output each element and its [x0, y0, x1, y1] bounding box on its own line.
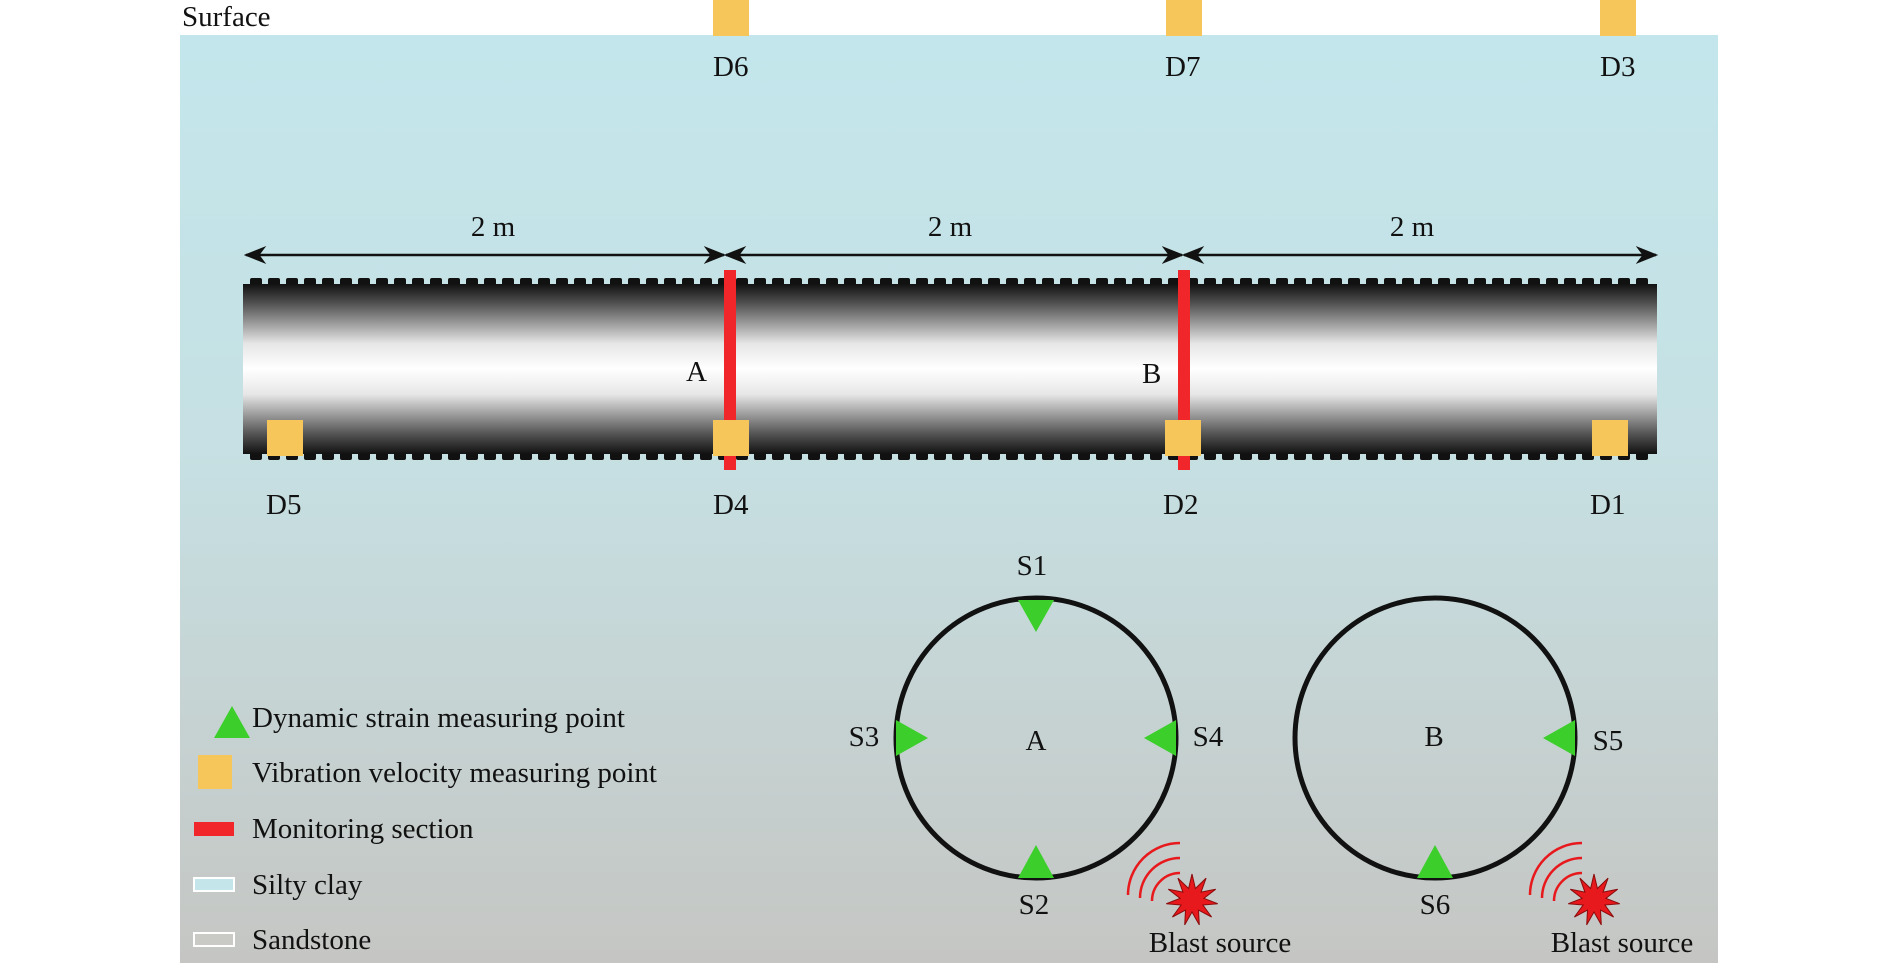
legend-label-velocity: Vibration velocity measuring point: [252, 757, 657, 789]
strain-point-s2: [1018, 845, 1054, 878]
label-s2: S2: [1019, 889, 1050, 921]
blast-wave-icon: [1528, 841, 1583, 896]
pipe-body: [243, 284, 1657, 454]
surface-sensors: D6 D7 D3: [713, 0, 1636, 83]
strain-point-s4: [1144, 720, 1176, 756]
label-d7: D7: [1165, 51, 1200, 83]
orange-square-icon: [198, 755, 232, 789]
gray-swatch-icon: [193, 932, 235, 947]
label-d6: D6: [713, 51, 748, 83]
cross-section-b-label: B: [1424, 721, 1443, 753]
pipe-sensor-d2: [1165, 420, 1201, 456]
pipe-sensor-d5: [267, 420, 303, 456]
strain-point-s1: [1018, 600, 1054, 632]
label-s5: S5: [1593, 725, 1624, 757]
light-blue-swatch-icon: [193, 877, 235, 892]
legend-label-silty-clay: Silty clay: [252, 869, 363, 901]
cross-section-a: A S1 S3 S4 S2: [849, 550, 1224, 921]
strain-point-s6: [1417, 845, 1453, 878]
label-d2: D2: [1163, 489, 1198, 521]
surface-sensor-d3: [1600, 0, 1636, 36]
label-s1: S1: [1017, 550, 1048, 582]
blast-source-a: Blast source: [1126, 841, 1292, 959]
pipe-sensor-d4: [713, 420, 749, 456]
pipe-sensors: D5 D4 D2 D1: [266, 420, 1628, 521]
strain-point-s3: [896, 720, 928, 756]
blast-source-b: Blast source: [1528, 841, 1694, 959]
blast-wave-icon: [1150, 871, 1181, 902]
red-bar-icon: [194, 822, 234, 836]
legend: Dynamic strain measuring point Vibration…: [193, 702, 657, 956]
legend-label-sandstone: Sandstone: [252, 924, 371, 956]
distance-label-3: 2 m: [1390, 211, 1435, 243]
strain-point-s5: [1543, 720, 1575, 756]
blast-star-icon: [1166, 873, 1218, 926]
blast-label-a: Blast source: [1149, 927, 1292, 959]
label-s4: S4: [1193, 721, 1224, 753]
cross-section-a-label: A: [1026, 725, 1047, 757]
surface-sensor-d7: [1166, 0, 1202, 36]
blast-wave-icon: [1552, 871, 1583, 902]
pipe: [243, 278, 1657, 460]
pipe-sensor-d1: [1592, 420, 1628, 456]
distance-label-1: 2 m: [471, 211, 516, 243]
soil-background: [180, 35, 1718, 963]
section-label-a: A: [686, 356, 707, 388]
blast-wave-icon: [1540, 856, 1583, 899]
surface-label: Surface: [182, 1, 271, 33]
green-triangle-icon: [214, 706, 250, 738]
legend-label-monitoring: Monitoring section: [252, 813, 474, 845]
cross-section-b: B S5 S6: [1292, 595, 1624, 921]
blast-wave-icon: [1126, 841, 1181, 896]
surface-sensor-d6: [713, 0, 749, 36]
blast-label-b: Blast source: [1551, 927, 1694, 959]
blast-wave-icon: [1138, 856, 1181, 899]
label-d3: D3: [1600, 51, 1635, 83]
blast-star-icon: [1568, 873, 1620, 926]
label-d1: D1: [1590, 489, 1625, 521]
label-d4: D4: [713, 489, 749, 521]
section-label-b: B: [1142, 358, 1161, 390]
distance-label-2: 2 m: [928, 211, 973, 243]
dimension-lines: 2 m 2 m 2 m: [243, 211, 1659, 264]
label-d5: D5: [266, 489, 301, 521]
label-s6: S6: [1420, 889, 1451, 921]
label-s3: S3: [849, 721, 880, 753]
legend-label-strain: Dynamic strain measuring point: [252, 702, 625, 734]
